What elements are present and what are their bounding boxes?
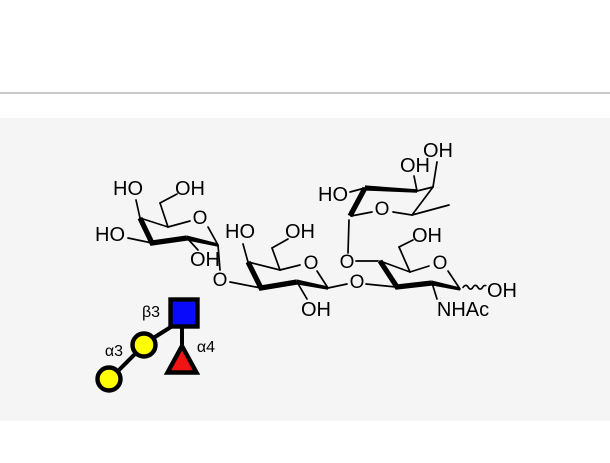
label-o-glycosidic-b3: O	[350, 272, 365, 293]
ring-galactose-c-bonds	[229, 238, 397, 300]
label-oh-anomeric: OH	[487, 280, 517, 302]
snfg-yellow-circle-2	[95, 365, 123, 393]
label-o-glycosidic-a4: O	[340, 252, 355, 273]
snfg-linkage-labels: β3 α3 α4	[105, 304, 215, 360]
snfg-red-triangle	[163, 341, 201, 375]
label-oh-galA-c6: OH	[175, 178, 205, 200]
label-o-galC-ring: O	[304, 253, 319, 274]
horizontal-divider	[0, 92, 610, 94]
snfg-link-a3	[116, 351, 138, 373]
label-oh-galA-c2: OH	[190, 249, 220, 271]
ring-glcnac-bonds	[377, 239, 487, 300]
label-o-galA-ring: O	[193, 208, 208, 229]
ring-fucose-bonds	[347, 161, 450, 262]
label-oh-galC-c6: OH	[285, 221, 315, 243]
label-oh-fuc-c4: OH	[423, 140, 453, 162]
label-o-glcnac-ring: O	[433, 253, 448, 274]
label-o-fuc-ring: O	[375, 199, 390, 220]
snfg-symbol-key: β3 α3 α4	[95, 297, 215, 393]
label-oh-fuc-c3: OH	[400, 155, 430, 177]
label-linkage-a3: α3	[105, 343, 123, 360]
label-linkage-a4: α4	[197, 339, 215, 356]
anomeric-squiggle-bond	[462, 284, 487, 290]
label-ho-fuc-c2: HO	[318, 184, 348, 206]
label-oh-glcnac-c6: OH	[412, 225, 442, 247]
label-nhac-glcnac: NHAc	[437, 299, 489, 321]
label-oh-galC-c2: OH	[301, 299, 331, 321]
label-linkage-b3: β3	[142, 304, 160, 321]
snfg-yellow-circle-1	[130, 331, 158, 359]
label-o-glycosidic-a3: O	[213, 270, 228, 291]
snfg-blue-square	[168, 297, 200, 329]
label-ho-galA-c3: HO	[95, 224, 125, 246]
ring-galactose-a-bonds	[127, 193, 221, 271]
label-ho-galC-c4: HO	[225, 221, 255, 243]
label-ho-galA-c4: HO	[113, 178, 143, 200]
